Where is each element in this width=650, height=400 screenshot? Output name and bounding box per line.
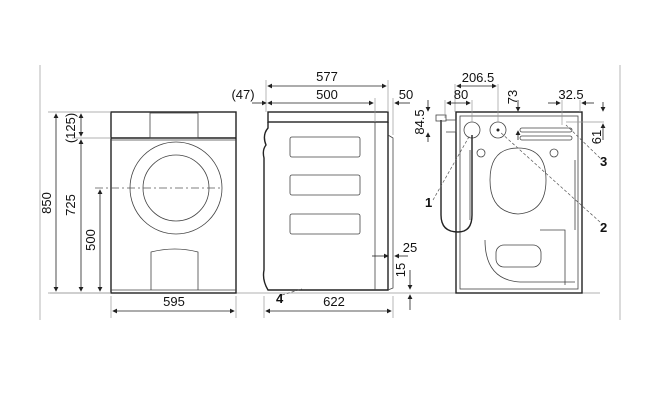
dim-inlet-offset: 80 <box>454 87 468 102</box>
front-cabinet <box>110 111 237 294</box>
side-vent-1 <box>289 136 361 158</box>
callout-4: 4 <box>276 291 284 306</box>
dim-outlet-drop: 73 <box>505 90 520 104</box>
dim-width: 595 <box>163 294 185 309</box>
dim-depth-with-door: 622 <box>323 294 345 309</box>
inlet-hose <box>440 120 473 233</box>
side-cabinet <box>262 122 389 291</box>
callout-2: 2 <box>600 220 607 235</box>
dim-front-offset: (47) <box>231 87 254 102</box>
front-view: 850 (125) 725 500 595 <box>39 111 237 318</box>
callout-3: 3 <box>600 154 607 169</box>
plinth-flap <box>150 248 199 290</box>
dim-depth-body: 500 <box>316 87 338 102</box>
rear-view: 206.5 80 73 84.5 32.5 61 1 2 3 <box>412 70 607 294</box>
callout-1: 1 <box>425 195 432 210</box>
side-vent-3 <box>289 213 361 235</box>
side-worktop <box>267 111 389 123</box>
pump <box>495 244 542 268</box>
dim-right-drop: 61 <box>589 130 604 144</box>
dim-right-offset: 32.5 <box>558 87 583 102</box>
dim-rear-gap: 25 <box>403 240 417 255</box>
control-panel <box>149 112 199 139</box>
dim-height-body: 725 <box>63 194 78 216</box>
dim-outlet-offset: 206.5 <box>462 70 495 85</box>
side-view: 577 500 (47) 50 622 25 15 4 <box>231 69 417 318</box>
dim-height-total: 850 <box>39 192 54 214</box>
dim-door-center-height: 500 <box>83 229 98 251</box>
side-vent-2 <box>289 174 361 196</box>
dim-foot-height: 15 <box>393 263 408 277</box>
dim-depth-total: 577 <box>316 69 338 84</box>
dim-inlet-drop: 84.5 <box>412 109 427 134</box>
dim-rear-offset: 50 <box>399 87 413 102</box>
rear-cabinet <box>455 111 583 294</box>
dim-height-top: (125) <box>63 113 78 143</box>
rear-panel <box>387 134 394 291</box>
drum-opening <box>489 147 547 215</box>
